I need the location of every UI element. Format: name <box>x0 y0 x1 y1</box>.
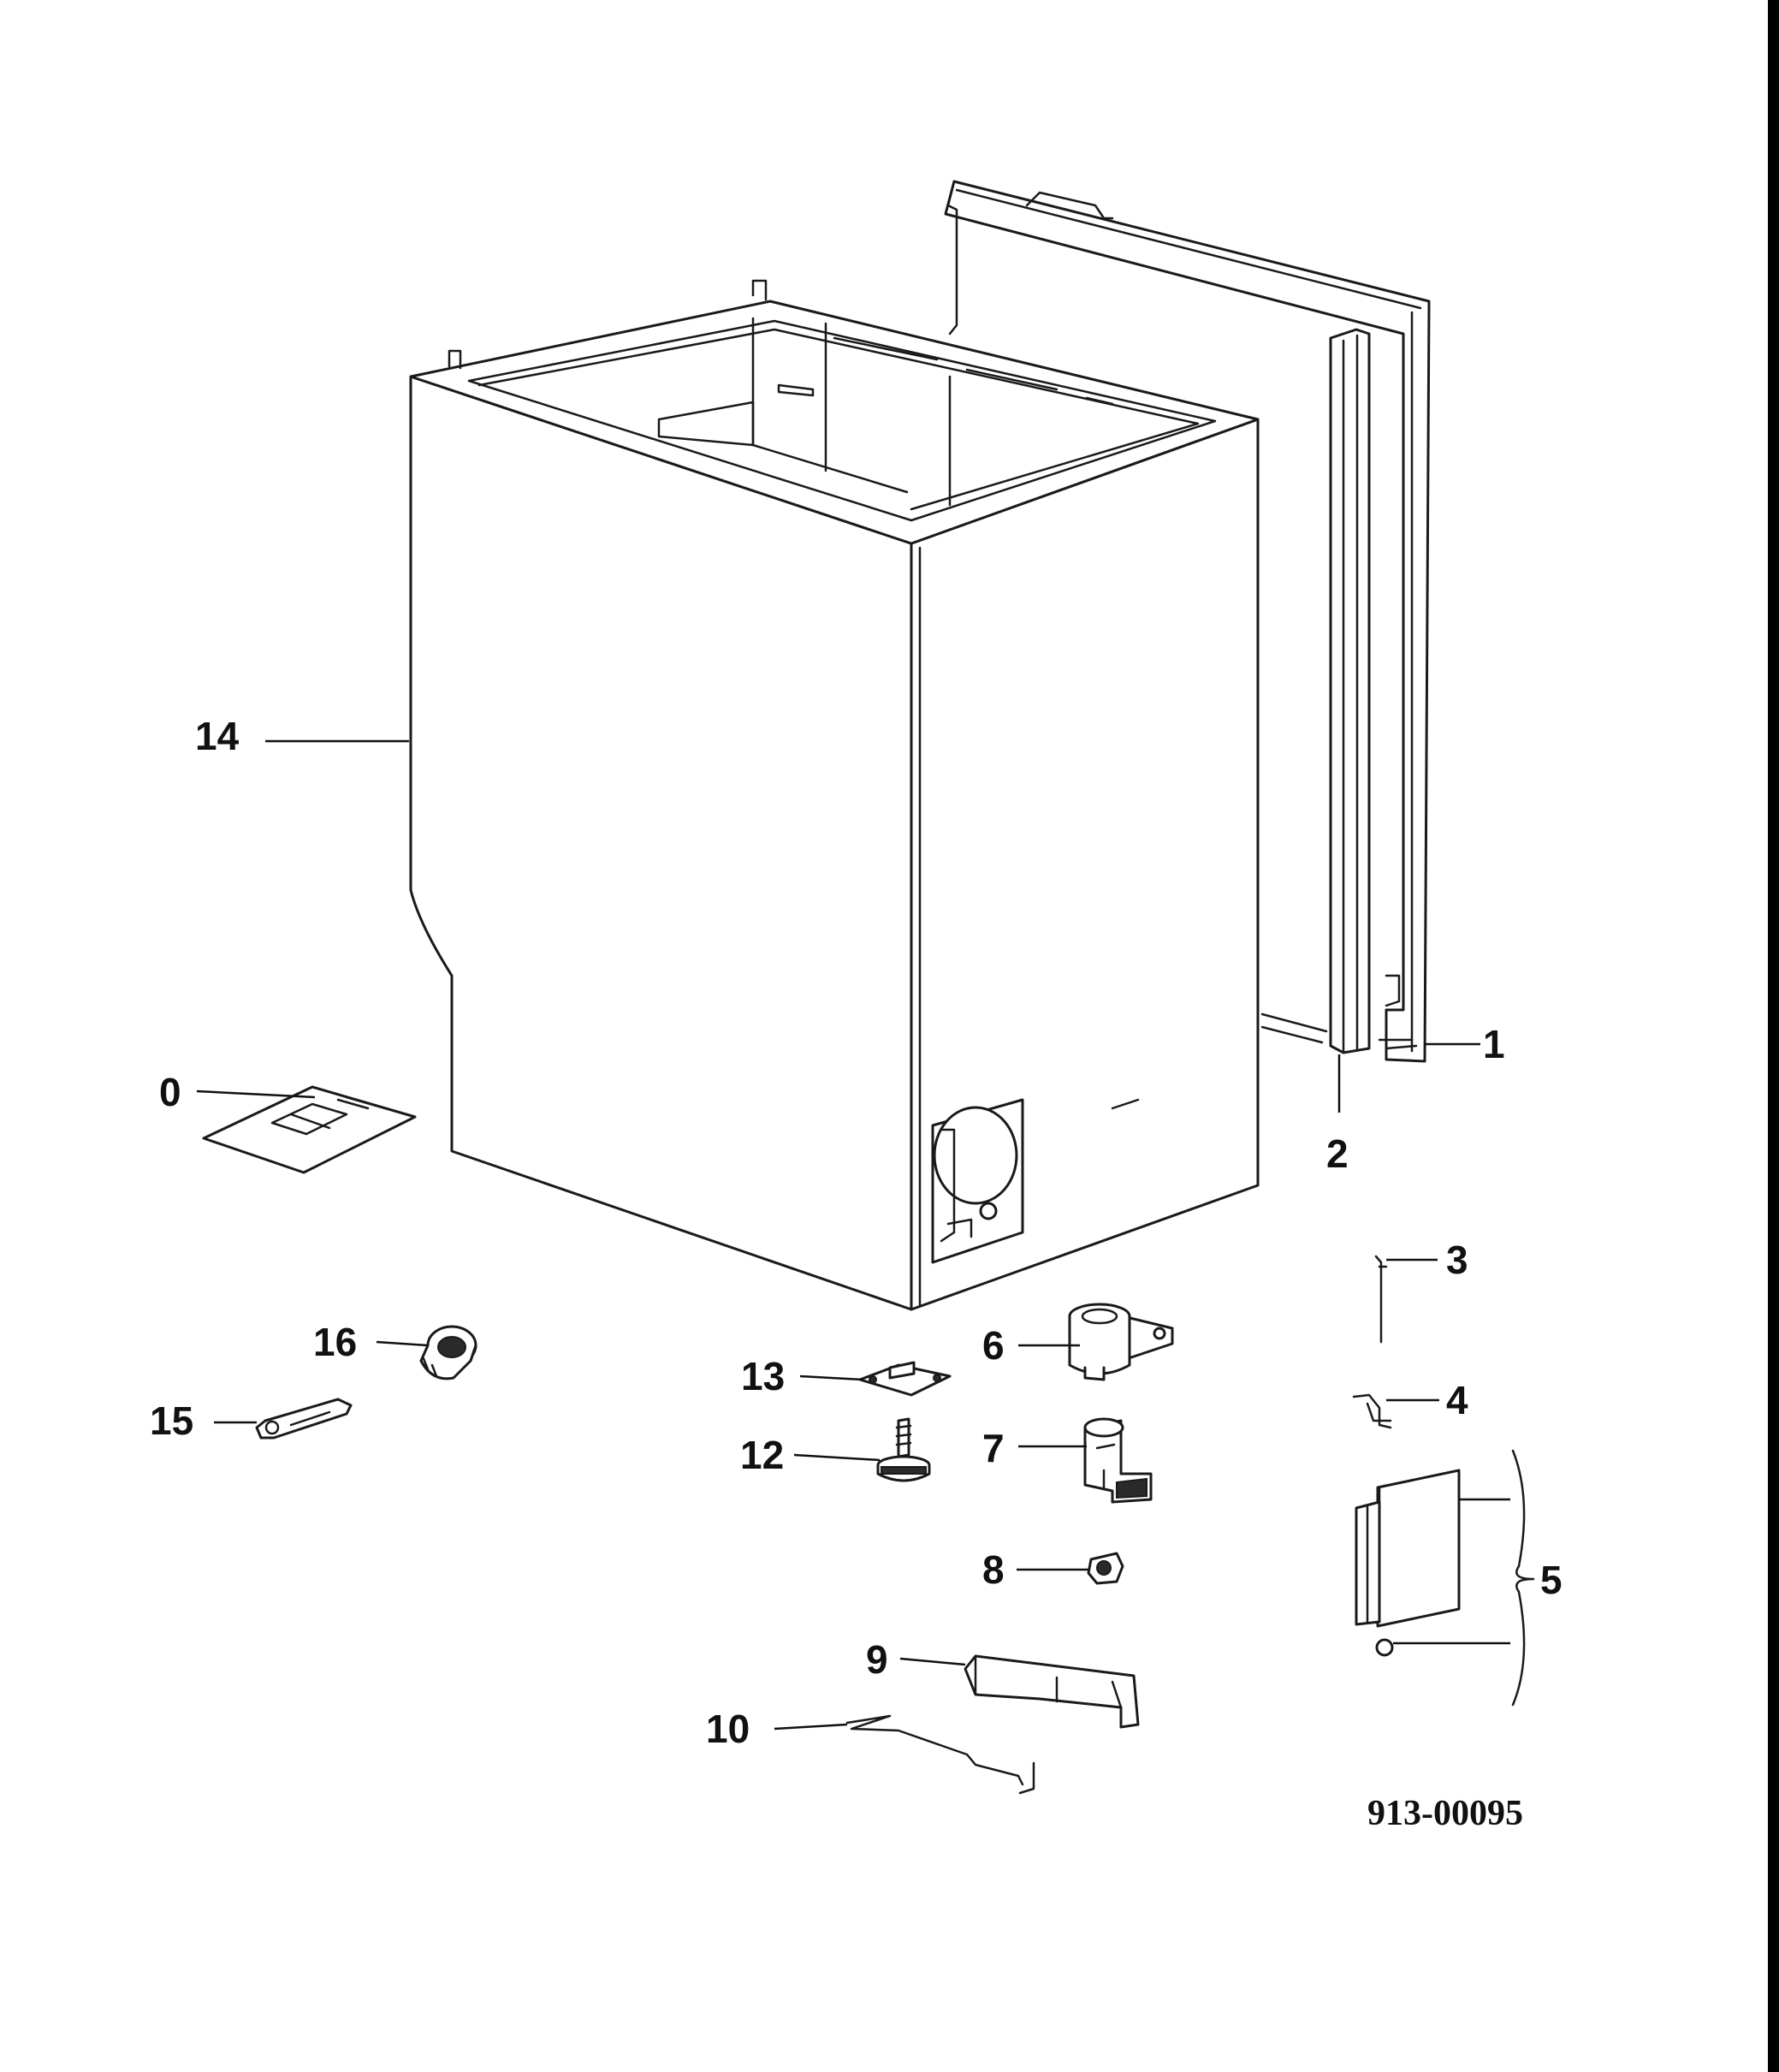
foot-plate-part-13 <box>858 1361 952 1397</box>
hinge-bearing-part-6 <box>1068 1303 1174 1381</box>
leader-10 <box>774 1723 848 1731</box>
callout-6: 6 <box>982 1323 1005 1368</box>
callout-5: 5 <box>1540 1558 1563 1602</box>
seal-strip-part-2 <box>1260 328 1371 1054</box>
wire-rod-part-10 <box>845 1714 1035 1795</box>
diagram-code: 913-00095 <box>1367 1794 1523 1833</box>
callout-15: 15 <box>150 1398 193 1443</box>
callout-3: 3 <box>1446 1238 1468 1282</box>
page-edge-bar <box>1768 0 1779 2072</box>
callout-13: 13 <box>741 1354 785 1398</box>
callout-1: 1 <box>1483 1022 1505 1066</box>
callout-8: 8 <box>982 1547 1005 1592</box>
latch-plate-part-15 <box>255 1398 353 1440</box>
callout-7: 7 <box>982 1426 1005 1470</box>
cabinet-body-part-14 <box>409 279 1260 1311</box>
callout-0: 0 <box>159 1070 181 1114</box>
callout-2: 2 <box>1326 1131 1349 1176</box>
hinge-bracket-part-7 <box>1083 1417 1153 1504</box>
leader-13 <box>799 1374 863 1381</box>
bushing-part-16 <box>419 1325 477 1380</box>
callout-9: 9 <box>866 1637 888 1682</box>
bracket-part-5 <box>1355 1449 1535 1707</box>
leader-9 <box>899 1657 966 1666</box>
nut-part-8 <box>1087 1552 1124 1585</box>
adjustable-foot-part-12 <box>876 1417 931 1482</box>
callout-12: 12 <box>740 1433 784 1477</box>
callout-10: 10 <box>706 1707 750 1751</box>
rating-plate-part-0 <box>202 1085 417 1174</box>
leader-12 <box>793 1453 881 1462</box>
guide-part-9 <box>964 1654 1140 1729</box>
door-frame-part-1 <box>944 180 1431 1063</box>
callout-14: 14 <box>195 714 240 758</box>
callout-16: 16 <box>313 1320 357 1364</box>
pin-part-3 <box>1374 1255 1388 1344</box>
leader-0 <box>196 1089 316 1099</box>
leader-16 <box>376 1340 429 1347</box>
clip-part-4 <box>1352 1393 1392 1429</box>
leader-lines <box>196 739 1510 1731</box>
callout-4: 4 <box>1446 1378 1468 1422</box>
